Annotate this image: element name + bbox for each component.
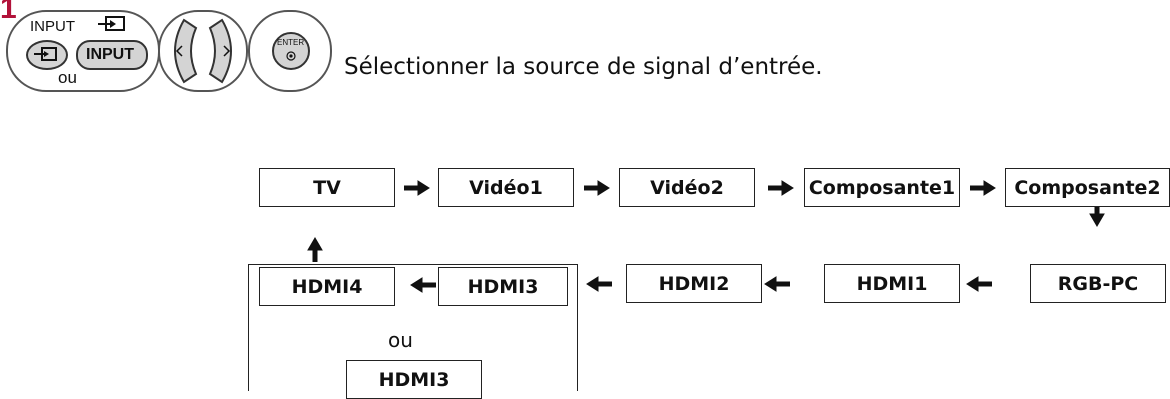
node-hdmi3-alt: HDMI3 — [346, 360, 482, 399]
node-video2: Vidéo2 — [619, 168, 755, 207]
arrow-right-icon — [584, 180, 610, 196]
arrow-right-icon — [970, 180, 996, 196]
chevron-left-icon — [175, 45, 183, 57]
input-button-label: INPUT — [86, 46, 134, 63]
input-button[interactable]: INPUT — [76, 40, 148, 70]
node-rgb-pc: RGB-PC — [1030, 264, 1166, 303]
arrow-left-icon — [586, 276, 612, 292]
flow-arrows — [248, 180, 1105, 391]
arrow-left-icon — [966, 276, 992, 292]
input-small-label: INPUT — [30, 18, 75, 35]
node-hdmi4: HDMI4 — [259, 267, 395, 306]
node-video1: Vidéo1 — [438, 168, 574, 207]
node-composante1: Composante1 — [804, 168, 960, 207]
node-hdmi3: HDMI3 — [438, 267, 568, 306]
instruction-text: Sélectionner la source de signal d’entré… — [344, 54, 823, 80]
enter-dot-icon — [286, 51, 296, 61]
step-number: 1 — [0, 0, 17, 25]
input-source-icon — [98, 16, 125, 31]
right-arrow-button — [208, 18, 232, 84]
node-composante2: Composante2 — [1005, 168, 1170, 207]
arrow-left-icon — [764, 276, 790, 292]
arrow-right-icon — [404, 180, 430, 196]
arrow-left-icon — [410, 277, 436, 293]
enter-button-group: ENTER — [248, 10, 332, 92]
enter-label: ENTER — [277, 38, 305, 47]
input-icon-button[interactable] — [26, 40, 68, 70]
node-hdmi1: HDMI1 — [824, 264, 960, 303]
arrow-up-icon — [307, 237, 323, 262]
node-tv: TV — [259, 168, 395, 207]
navigation-button-group — [158, 10, 248, 92]
ou-label: ou — [58, 68, 77, 87]
left-arrow-button — [174, 18, 198, 84]
input-source-icon — [34, 47, 57, 61]
arrow-right-icon — [768, 180, 794, 196]
enter-button[interactable]: ENTER — [272, 32, 310, 70]
navigation-pad — [174, 18, 232, 84]
ou-label: ou — [388, 328, 413, 352]
chevron-right-icon — [223, 45, 231, 57]
node-hdmi2: HDMI2 — [626, 264, 762, 303]
hdmi-group-frame — [248, 264, 578, 391]
